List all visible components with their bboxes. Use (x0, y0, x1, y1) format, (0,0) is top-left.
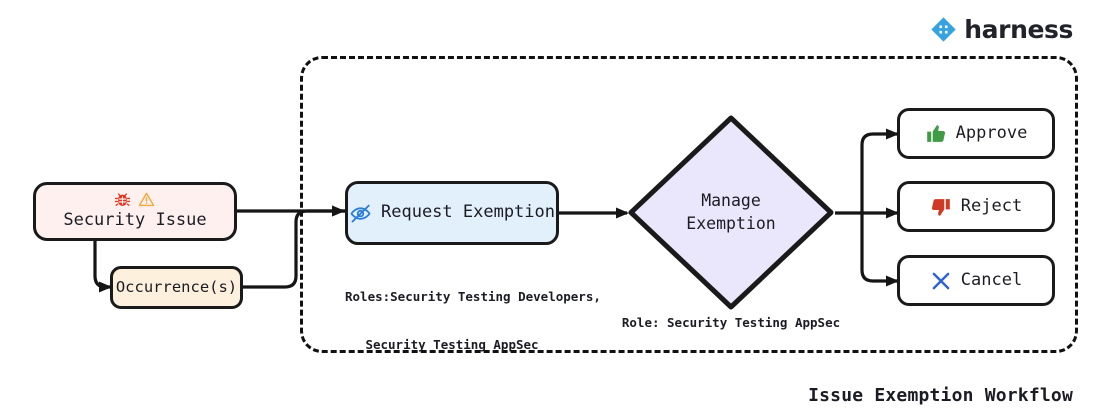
caption-request-exemption-line1: Roles:Security Testing Developers, (345, 288, 601, 304)
node-cancel-label: Cancel (960, 269, 1023, 290)
bug-icon (115, 193, 131, 207)
eye-slash-icon (350, 204, 371, 222)
caption-request-exemption-roles: Roles:Security Testing Developers, Secur… (345, 256, 601, 386)
node-reject-label: Reject (960, 195, 1023, 216)
node-occurrences[interactable]: Occurrence(s) (110, 266, 243, 309)
node-approve[interactable]: Approve (897, 108, 1055, 159)
security-issue-icon-group (114, 191, 155, 208)
node-security-issue[interactable]: Security Issue (33, 182, 237, 241)
harness-wordmark: harness (964, 15, 1073, 44)
node-security-issue-label: Security Issue (63, 210, 207, 231)
node-manage-exemption-label-line1: Manage (701, 191, 761, 211)
edge-security-issue-to-occurrences (93, 241, 110, 289)
exemption-workflow-group-container (300, 56, 1078, 353)
node-manage-exemption[interactable]: Manage Exemption (627, 114, 835, 311)
x-cross-icon (932, 272, 950, 289)
harness-logo: harness (930, 16, 1073, 43)
node-manage-exemption-label-group: Manage Exemption (627, 114, 835, 311)
node-cancel[interactable]: Cancel (897, 255, 1055, 306)
thumbs-up-icon (926, 124, 945, 142)
diagram-title: Issue Exemption Workflow (808, 385, 1073, 406)
caption-manage-exemption-role: Role: Security Testing AppSec (621, 315, 841, 330)
node-occurrences-label: Occurrence(s) (115, 277, 238, 296)
caption-request-exemption-line2: Security Testing AppSec (365, 337, 539, 353)
node-manage-exemption-label-line2: Exemption (686, 213, 776, 233)
node-request-exemption[interactable]: Request Exemption (345, 181, 559, 245)
node-approve-label: Approve (955, 122, 1028, 143)
node-reject[interactable]: Reject (897, 181, 1055, 232)
thumbs-down-icon (931, 198, 950, 216)
harness-diamond-logo-icon (931, 17, 956, 42)
diamond-shape (627, 114, 835, 311)
node-request-exemption-label: Request Exemption (381, 202, 555, 223)
warning-triangle-icon (139, 193, 155, 207)
